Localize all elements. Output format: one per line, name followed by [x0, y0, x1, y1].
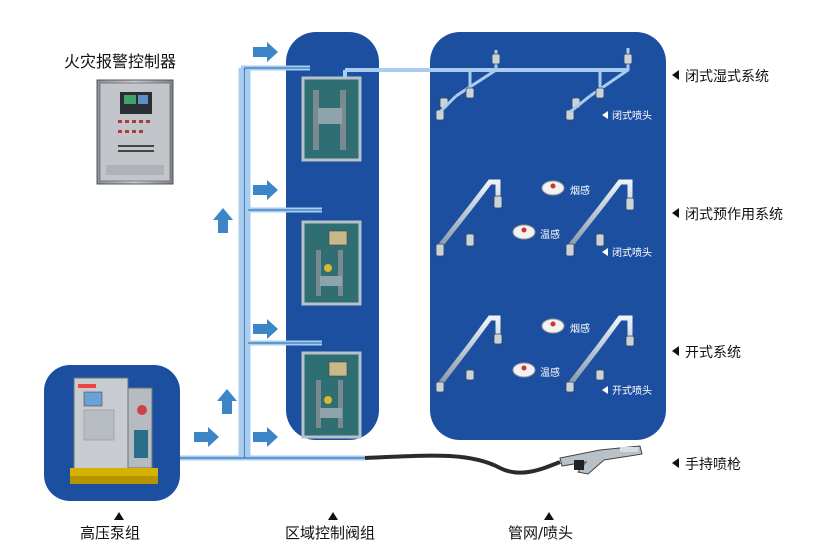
left-pointer-icon — [672, 208, 679, 218]
valve-cabinet-3 — [301, 351, 362, 439]
left-pointer-icon — [672, 458, 679, 468]
smoke-detector-1 — [541, 180, 565, 196]
open-system-text: 开式系统 — [685, 345, 741, 361]
left-pointer-icon — [602, 248, 608, 256]
open-nozzles — [435, 333, 635, 393]
heat-detector-2 — [512, 362, 536, 378]
closed-nozzle-text: 闭式喷头 — [612, 111, 652, 122]
left-pointer-icon — [602, 111, 608, 119]
pipe-network-label: 管网/喷头 — [508, 524, 574, 542]
left-pointer-icon — [602, 386, 608, 394]
open-nozzle-text: 开式喷头 — [612, 386, 652, 397]
pump-label: 高压泵组 — [80, 524, 141, 542]
handheld-gun-text: 手持喷枪 — [685, 457, 741, 473]
valve-cabinet-2 — [301, 220, 362, 306]
handheld-spray-gun — [559, 445, 643, 475]
heat-label-2: 温感 — [540, 368, 560, 379]
valve-pointer-icon — [328, 505, 338, 524]
open-branches — [438, 315, 633, 386]
heat-label-1: 温感 — [540, 230, 560, 241]
smoke-label-1: 烟感 — [570, 186, 590, 197]
fire-alarm-controller — [96, 79, 174, 185]
fire-controller-label: 火灾报警控制器 — [64, 52, 177, 71]
pump-unit — [70, 377, 158, 484]
hose — [364, 453, 561, 475]
heat-detector-1 — [512, 224, 536, 240]
valve-cabinet-1 — [301, 70, 362, 162]
preaction-pipe — [342, 205, 620, 222]
valve-group-label: 区域控制阀组 — [285, 524, 376, 542]
closed-preaction-label: 闭式预作用系统 — [672, 204, 783, 224]
handheld-gun-label: 手持喷枪 — [672, 454, 741, 474]
pump-pointer-icon — [114, 505, 124, 524]
left-pointer-icon — [672, 70, 679, 80]
closed-nozzle-note-2: 闭式喷头 — [602, 244, 652, 259]
open-nozzle-note: 开式喷头 — [602, 382, 652, 397]
wet-nozzles — [435, 53, 633, 121]
flow-arrows — [194, 42, 278, 447]
closed-wet-label: 闭式湿式系统 — [672, 66, 769, 86]
preaction-branches — [438, 179, 633, 248]
open-system-label: 开式系统 — [672, 342, 741, 362]
closed-wet-text: 闭式湿式系统 — [685, 69, 769, 85]
smoke-label-2: 烟感 — [570, 324, 590, 335]
pipe-pointer-icon — [544, 505, 554, 524]
preaction-nozzles — [435, 195, 635, 257]
left-pointer-icon — [672, 346, 679, 356]
closed-nozzle-text: 闭式喷头 — [612, 248, 652, 259]
closed-preaction-text: 闭式预作用系统 — [685, 207, 783, 223]
smoke-detector-2 — [541, 318, 565, 334]
closed-nozzle-note-1: 闭式喷头 — [602, 107, 652, 122]
